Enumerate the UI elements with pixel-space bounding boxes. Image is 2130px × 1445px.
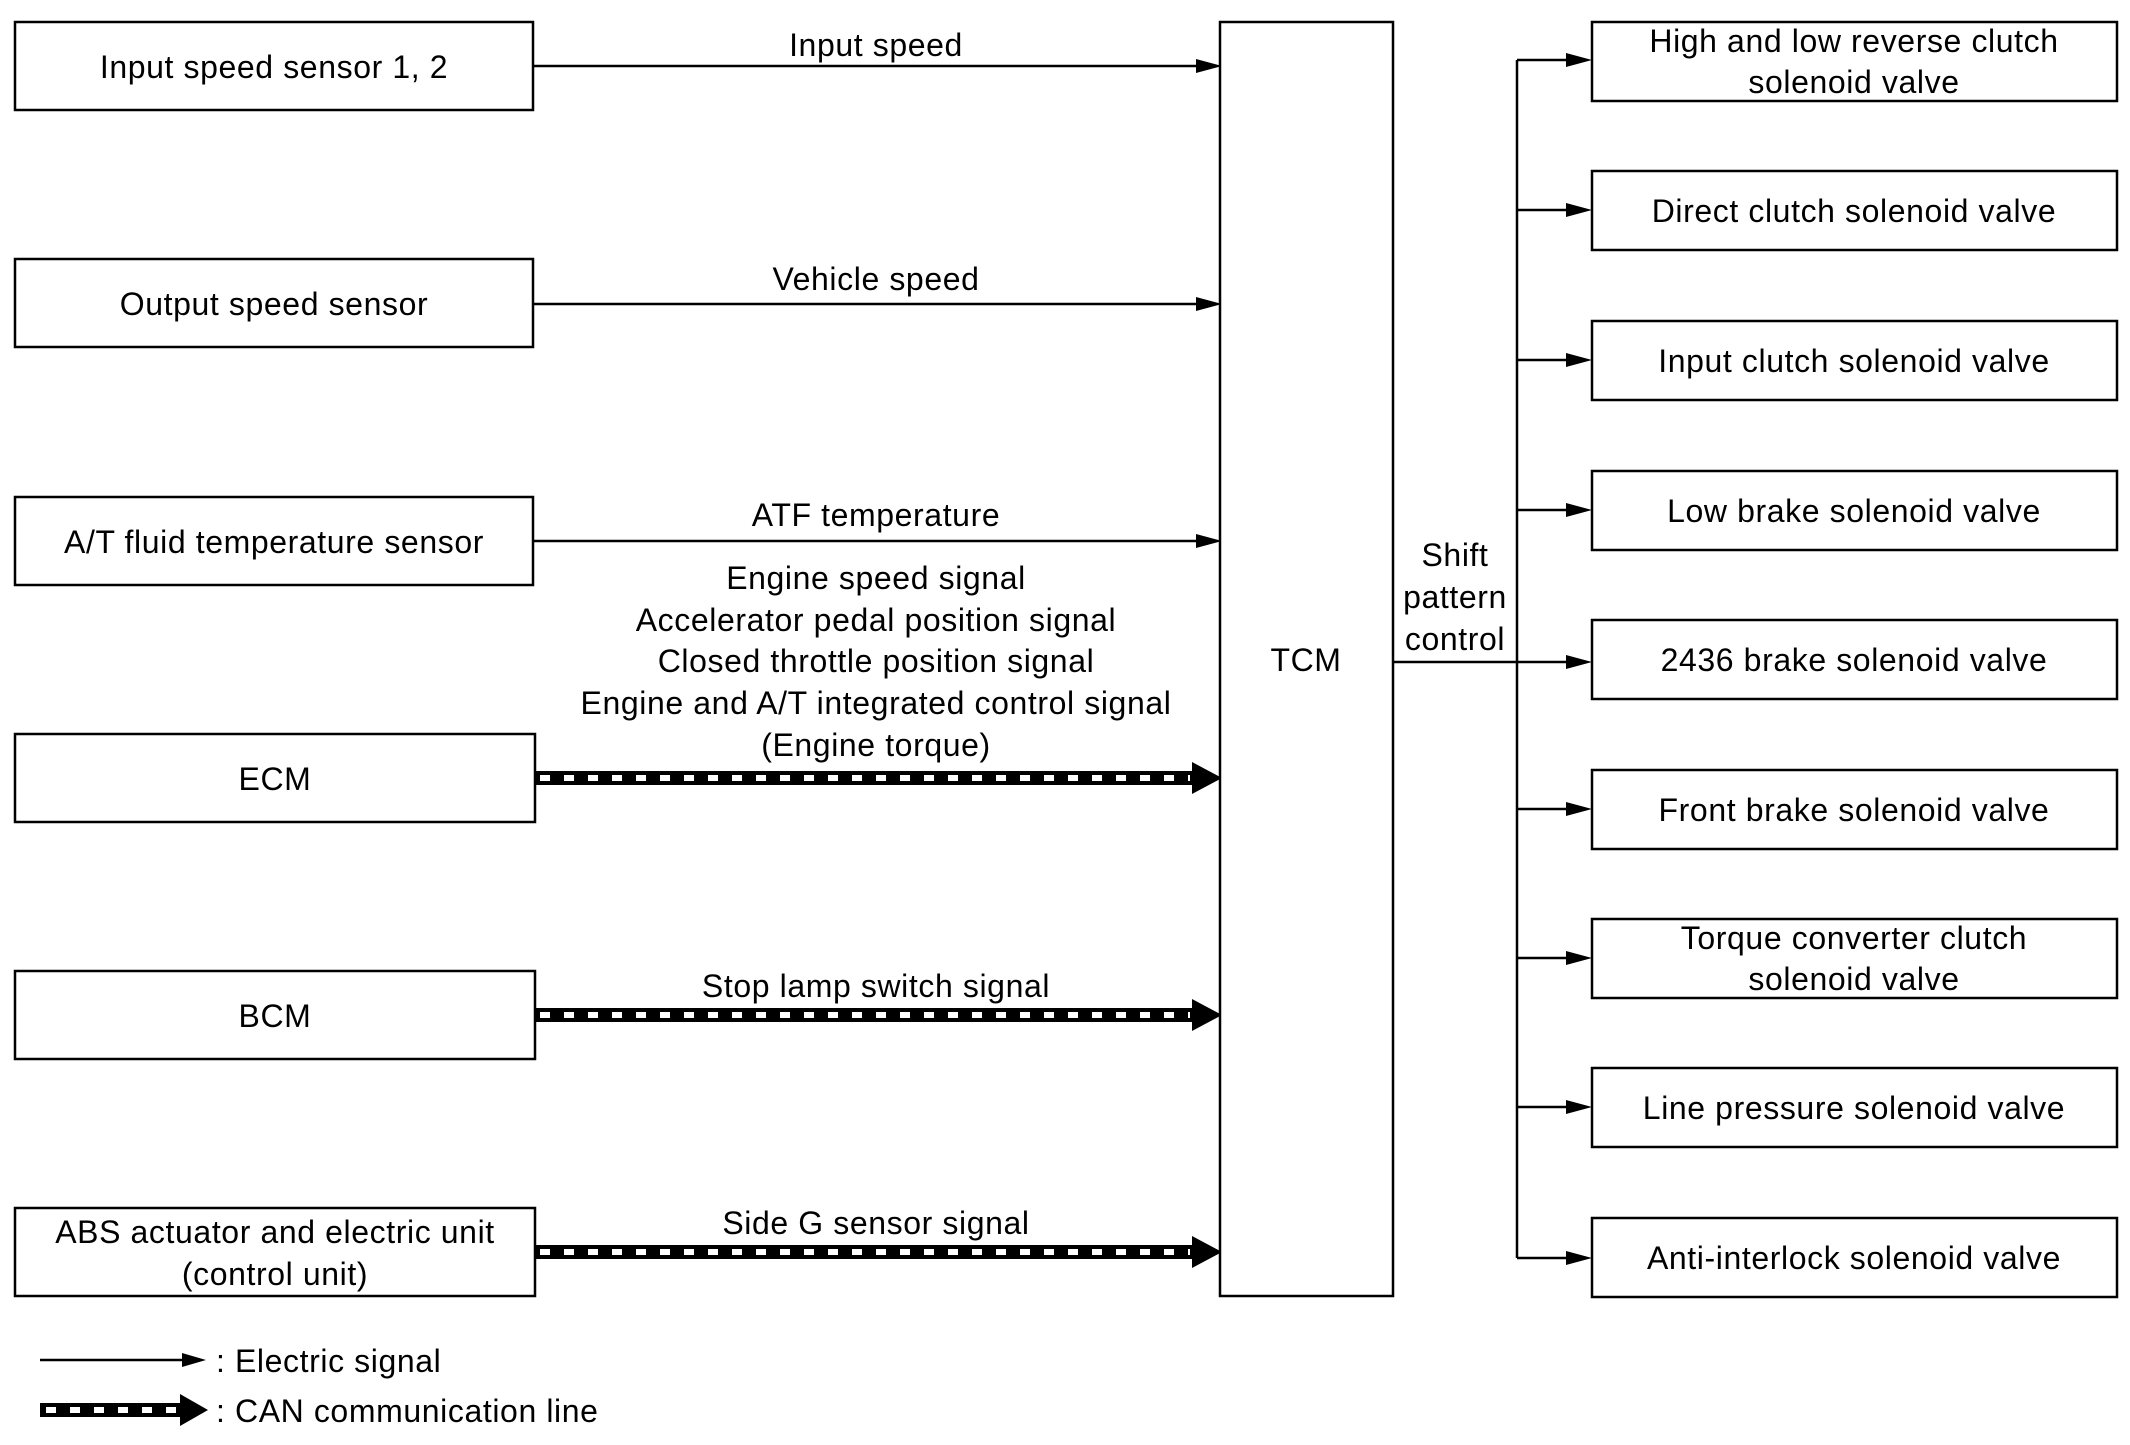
at-fluid-temp-sensor-box: A/T fluid temperature sensor (13, 495, 535, 587)
output-label: Anti-interlock solenoid valve (1647, 1240, 2061, 1276)
output-box-input-clutch: Input clutch solenoid valve (1590, 319, 2119, 402)
atf-temperature-signal-label: ATF temperature (752, 497, 1000, 533)
output-box-2436-brake: 2436 brake solenoid valve (1590, 618, 2119, 701)
stop-lamp-signal-label: Stop lamp switch signal (702, 968, 1050, 1004)
output-arrow-1 (1517, 53, 1592, 67)
output-box-anti-interlock: Anti-interlock solenoid valve (1590, 1216, 2119, 1299)
tcm-label: TCM (1270, 642, 1341, 678)
output-label: Low brake solenoid valve (1667, 493, 2041, 529)
output-arrow-6 (1517, 802, 1592, 816)
shift-label-line1: Shift (1421, 537, 1488, 573)
output-label: 2436 brake solenoid valve (1661, 642, 2048, 678)
output-arrow-8 (1517, 1100, 1592, 1114)
bcm-box: BCM (13, 969, 537, 1061)
closed-throttle-signal-label: Closed throttle position signal (658, 643, 1095, 679)
tcm-box: TCM (1218, 20, 1395, 1298)
vehicle-speed-signal-label: Vehicle speed (772, 261, 979, 297)
output-box-direct-clutch: Direct clutch solenoid valve (1590, 169, 2119, 252)
atf-temperature-arrow (533, 534, 1222, 548)
output-box-tcc: Torque converter clutch solenoid valve (1590, 917, 2119, 1000)
ecm-can-arrow (535, 762, 1222, 794)
output-arrow-5 (1517, 655, 1592, 669)
output-box-front-brake: Front brake solenoid valve (1590, 768, 2119, 851)
output-box-low-brake: Low brake solenoid valve (1590, 469, 2119, 552)
vehicle-speed-arrow (533, 297, 1222, 311)
output-label: solenoid valve (1748, 64, 1959, 100)
abs-actuator-label-line2: (control unit) (182, 1256, 368, 1292)
shift-label-line3: control (1405, 621, 1505, 657)
output-box-hlr-clutch: High and low reverse clutch solenoid val… (1590, 20, 2119, 103)
output-speed-sensor-box: Output speed sensor (13, 257, 535, 349)
output-label: Front brake solenoid valve (1659, 792, 2050, 828)
output-arrow-9 (1517, 1251, 1592, 1265)
output-arrow-7 (1517, 951, 1592, 965)
input-speed-sensor-box: Input speed sensor 1, 2 (13, 20, 535, 112)
legend: : Electric signal : CAN communication li… (40, 1343, 599, 1429)
shift-pattern-control-label: Shift pattern control (1403, 537, 1507, 657)
output-bus (1393, 60, 1519, 1258)
ecm-signal-labels: Engine speed signal Accelerator pedal po… (581, 560, 1172, 763)
output-label: Input clutch solenoid valve (1658, 343, 2050, 379)
abs-actuator-box: ABS actuator and electric unit (control … (13, 1206, 537, 1298)
output-arrow-3 (1517, 353, 1592, 367)
output-label: Torque converter clutch (1681, 920, 2027, 956)
legend-can-arrow (40, 1394, 208, 1426)
legend-electric-arrow (40, 1353, 206, 1367)
legend-electric-label: : Electric signal (216, 1343, 441, 1379)
ecm-label: ECM (239, 761, 312, 797)
side-g-signal-label: Side G sensor signal (722, 1205, 1029, 1241)
output-speed-sensor-label: Output speed sensor (120, 286, 428, 322)
output-box-line-pressure: Line pressure solenoid valve (1590, 1066, 2119, 1149)
abs-can-arrow (535, 1236, 1222, 1268)
engine-speed-signal-label: Engine speed signal (726, 560, 1026, 596)
accelerator-pedal-signal-label: Accelerator pedal position signal (636, 602, 1117, 638)
output-arrow-4 (1517, 503, 1592, 517)
output-label: High and low reverse clutch (1649, 23, 2058, 59)
output-label: Line pressure solenoid valve (1643, 1090, 2065, 1126)
legend-can-label: : CAN communication line (216, 1393, 599, 1429)
output-arrows (1517, 53, 1592, 1265)
abs-actuator-label-line1: ABS actuator and electric unit (55, 1214, 495, 1250)
engine-torque-signal-label: (Engine torque) (761, 727, 991, 763)
output-label: Direct clutch solenoid valve (1652, 193, 2057, 229)
input-speed-signal-label: Input speed (789, 27, 963, 63)
output-label: solenoid valve (1748, 961, 1959, 997)
ecm-box: ECM (13, 732, 537, 824)
bcm-label: BCM (239, 998, 312, 1034)
input-speed-arrow (533, 59, 1222, 73)
input-speed-sensor-label: Input speed sensor 1, 2 (100, 49, 448, 85)
output-arrow-2 (1517, 203, 1592, 217)
bcm-can-arrow (535, 999, 1222, 1031)
at-fluid-temp-sensor-label: A/T fluid temperature sensor (64, 524, 484, 560)
shift-label-line2: pattern (1403, 579, 1507, 615)
integrated-control-signal-label: Engine and A/T integrated control signal (581, 685, 1172, 721)
